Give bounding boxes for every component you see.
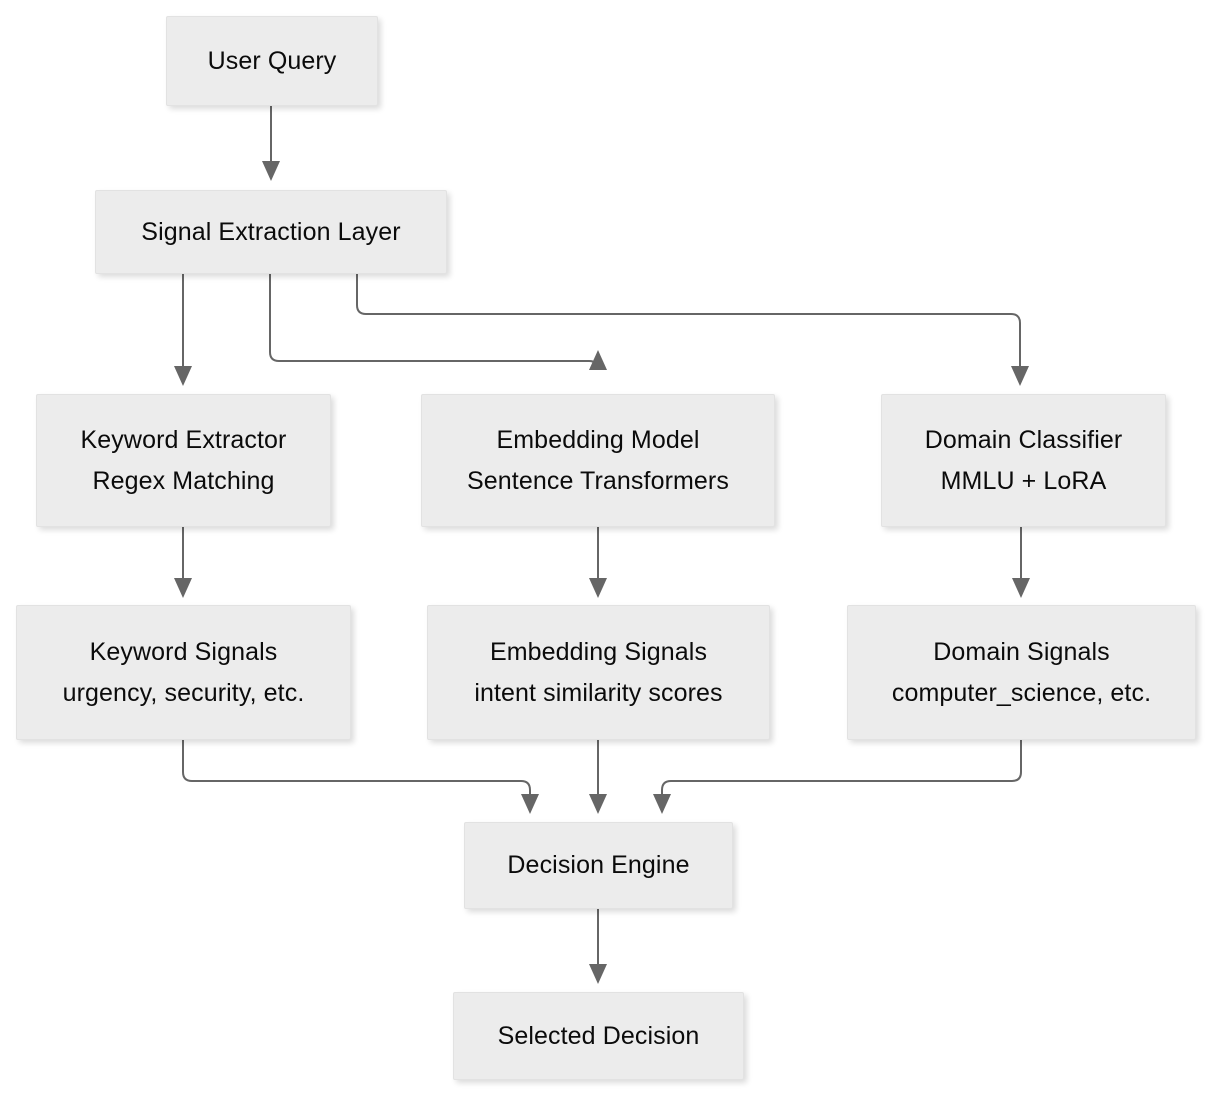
- node-embedding-signals-label: Embedding Signals: [489, 638, 708, 666]
- node-keyword-extractor-sublabel: Regex Matching: [92, 466, 275, 495]
- edge-keyword-signals-to-decision-engine: [182, 740, 539, 814]
- node-domain-signals-sublabel: computer_science, etc.: [891, 678, 1152, 707]
- node-selected-decision[interactable]: Selected Decision: [453, 992, 744, 1080]
- node-domain-signals-label: Domain Signals: [933, 638, 1110, 666]
- node-domain-classifier[interactable]: Domain Classifier MMLU + LoRA: [881, 394, 1166, 527]
- node-keyword-extractor[interactable]: Keyword Extractor Regex Matching: [36, 394, 331, 527]
- node-decision-engine[interactable]: Decision Engine: [464, 822, 733, 909]
- node-embedding-model-sublabel: Sentence Transformers: [467, 466, 729, 495]
- node-signal-extraction-layer-label: Signal Extraction Layer: [141, 217, 401, 246]
- node-domain-classifier-sublabel: MMLU + LoRA: [940, 466, 1107, 495]
- node-domain-signals[interactable]: Domain Signals computer_science, etc.: [847, 605, 1196, 740]
- node-embedding-signals-sublabel: intent similarity scores: [474, 678, 723, 707]
- node-embedding-model-label: Embedding Model: [496, 426, 700, 454]
- edge-signal-extraction-to-domain-classifier: [356, 274, 1029, 386]
- node-keyword-extractor-label: Keyword Extractor: [80, 426, 287, 454]
- node-signal-extraction-layer[interactable]: Signal Extraction Layer: [95, 190, 447, 274]
- node-embedding-model[interactable]: Embedding Model Sentence Transformers: [421, 394, 775, 527]
- node-keyword-signals-label: Keyword Signals: [89, 638, 278, 666]
- node-user-query[interactable]: User Query: [166, 16, 378, 106]
- node-keyword-signals[interactable]: Keyword Signals urgency, security, etc.: [16, 605, 351, 740]
- node-embedding-signals[interactable]: Embedding Signals intent similarity scor…: [427, 605, 770, 740]
- node-domain-classifier-label: Domain Classifier: [924, 426, 1123, 454]
- node-user-query-label: User Query: [207, 46, 337, 75]
- node-selected-decision-label: Selected Decision: [497, 1021, 700, 1050]
- node-decision-engine-label: Decision Engine: [507, 851, 690, 880]
- node-keyword-signals-sublabel: urgency, security, etc.: [62, 678, 305, 707]
- edge-domain-signals-to-decision-engine: [653, 740, 1022, 814]
- edge-signal-extraction-to-embedding-model: [269, 274, 607, 371]
